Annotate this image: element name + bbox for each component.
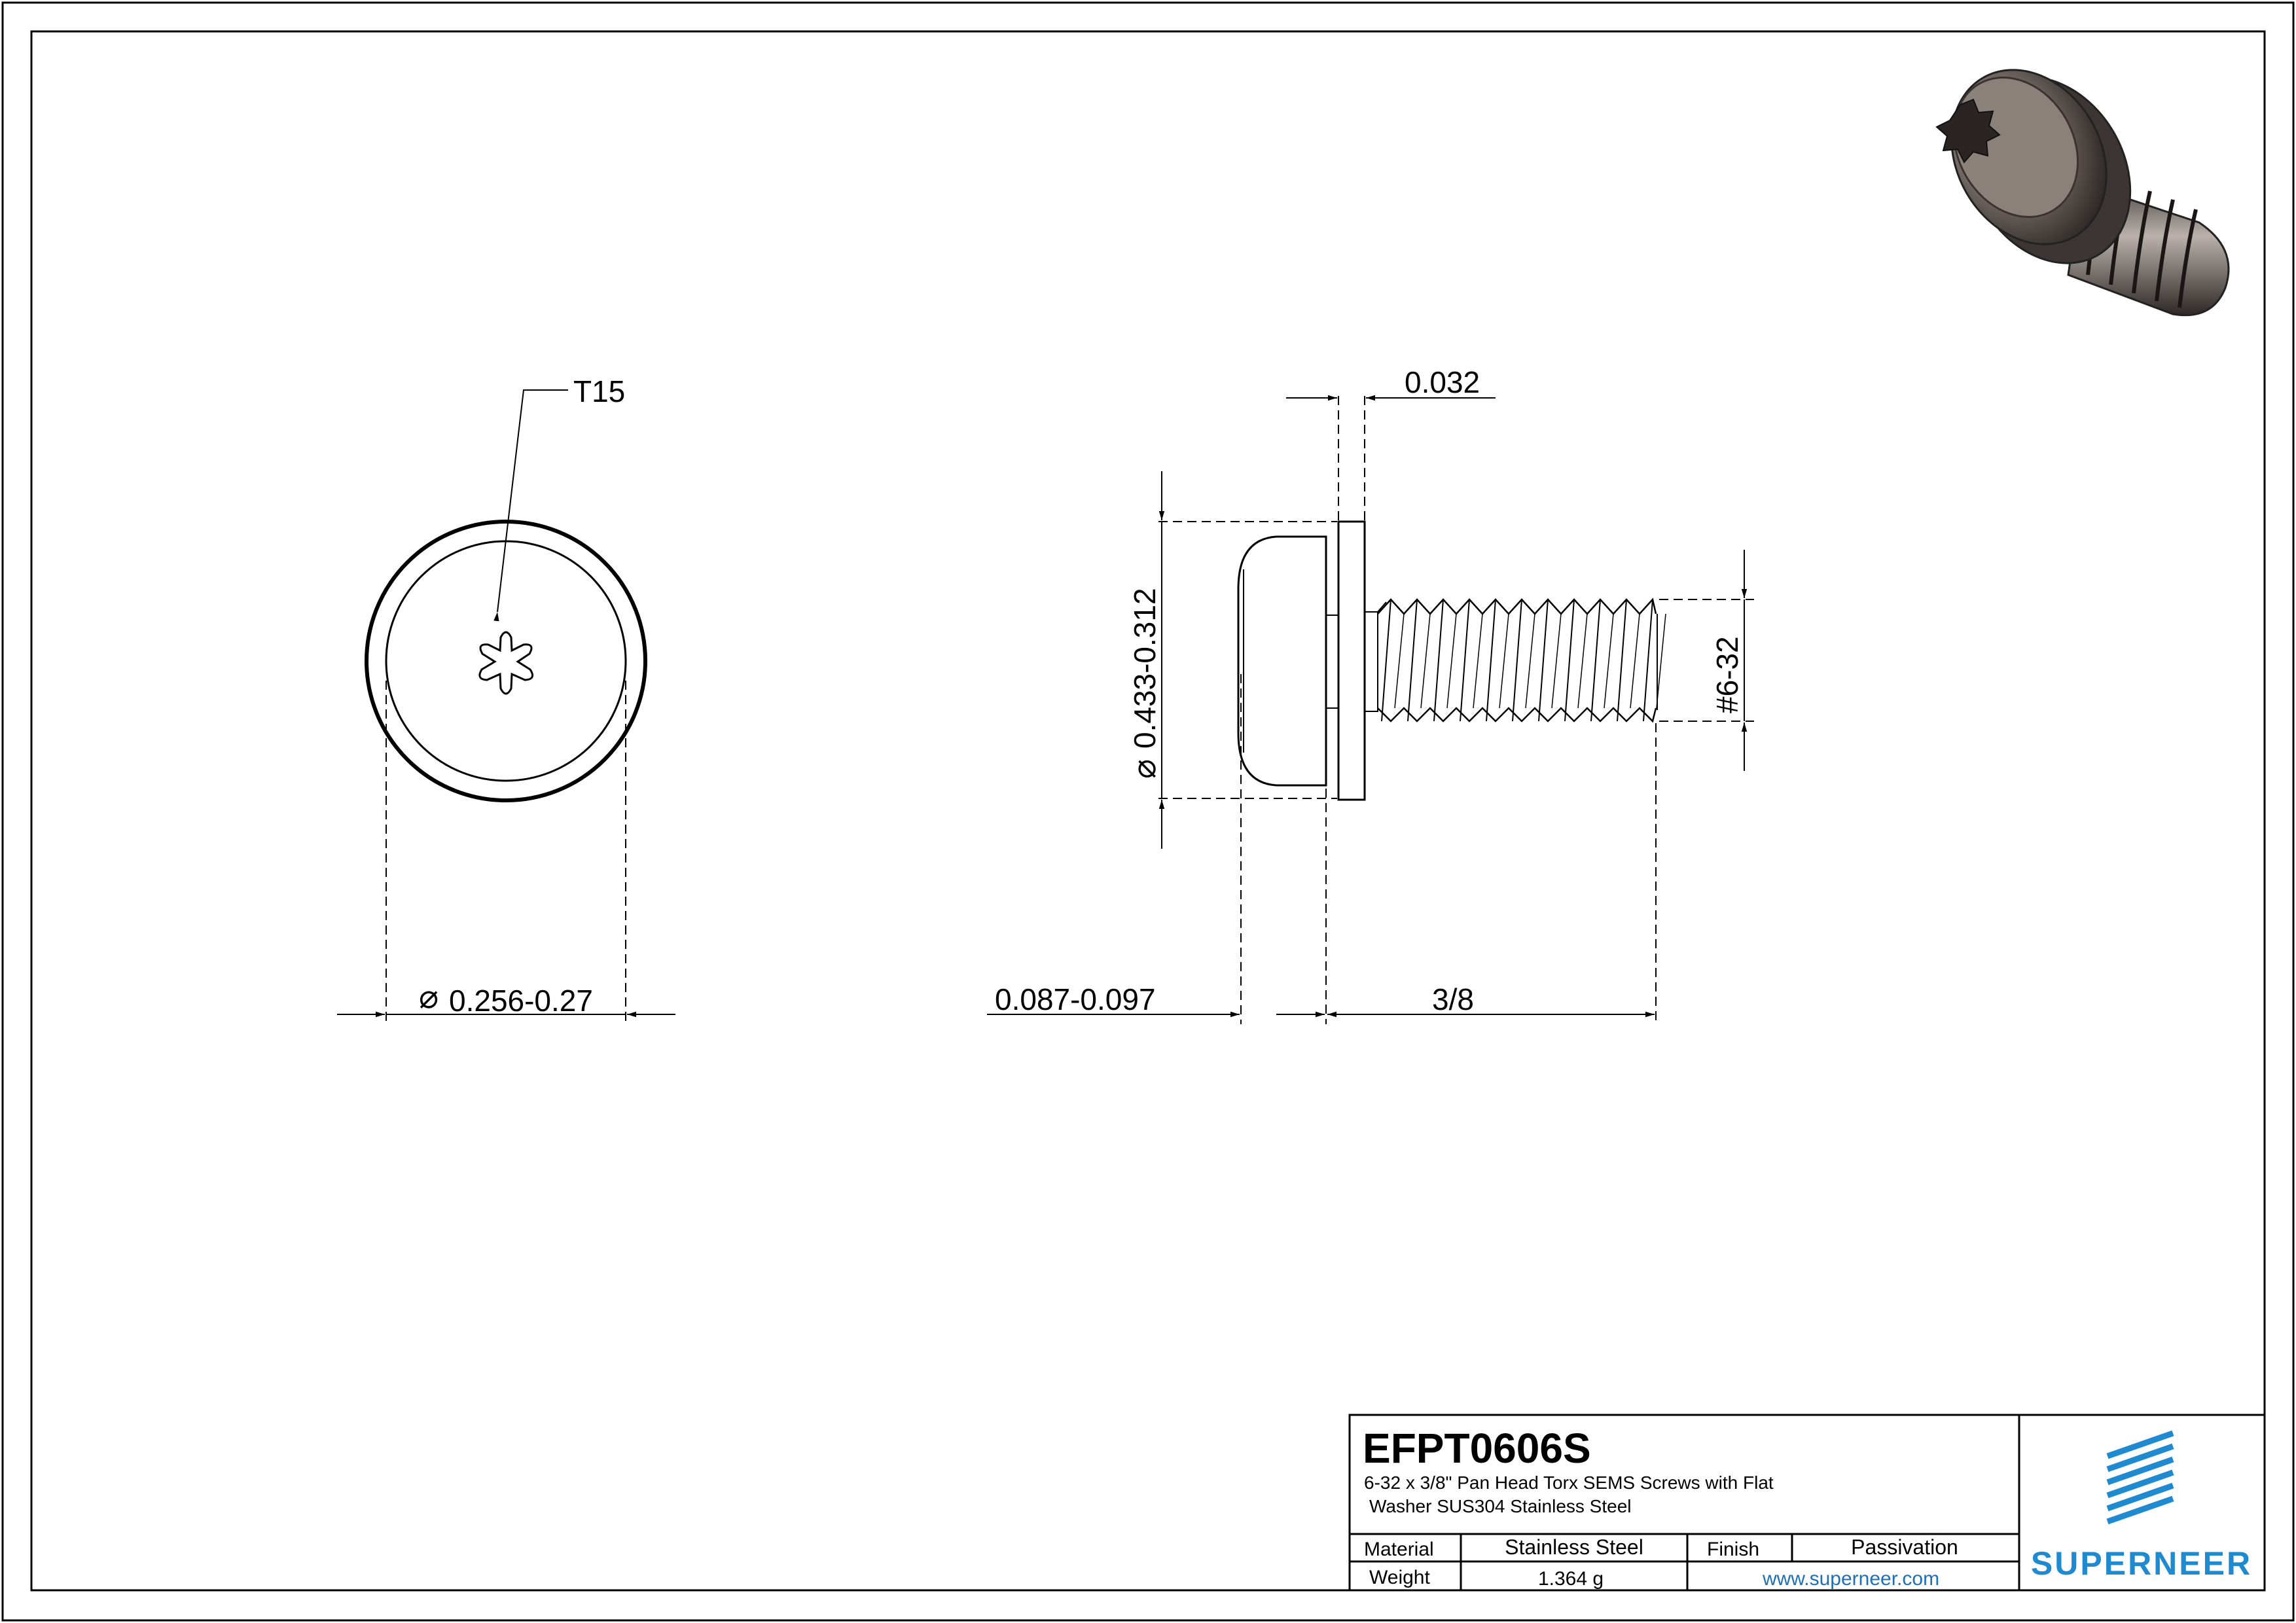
thread-profile: [1377, 597, 1657, 615]
description-line-2: Washer SUS304 Stainless Steel: [1369, 1496, 1632, 1516]
thread-root-line: [1499, 613, 1509, 709]
front-view: T15 ⌀ 0.256-0.27: [337, 374, 675, 1024]
inner-border: [30, 30, 2266, 1592]
brand-name: SUPERNEER: [2031, 1545, 2252, 1582]
thread-root-line: [1630, 613, 1640, 709]
washer-diameter-label: 0.433-0.312: [1128, 588, 1162, 749]
website-link[interactable]: www.superneer.com: [1762, 1568, 1939, 1590]
thread-crest-line: [1460, 599, 1470, 722]
washer-thickness-label: 0.032: [1405, 365, 1480, 399]
screw-3d-render-icon: [1935, 69, 2230, 317]
thread-root-line: [1446, 613, 1457, 709]
thread-root-line: [1604, 613, 1614, 709]
weight-value: 1.364 g: [1538, 1568, 1604, 1590]
material-label: Material: [1364, 1539, 1434, 1560]
head-height-label: 0.087-0.097: [995, 982, 1156, 1016]
thread-root-line: [1577, 613, 1588, 709]
thread-root-line: [1473, 613, 1483, 709]
thread-size-label: #6-32: [1710, 636, 1744, 713]
superneer-logo-icon: [2106, 1430, 2174, 1525]
torx-recess-icon: [478, 631, 534, 695]
thread-root-line: [1525, 613, 1535, 709]
head-outer-circle: [365, 520, 647, 802]
thread-crest-line: [1407, 599, 1418, 722]
pan-head: [1237, 535, 1327, 787]
thread-crest-line: [1643, 599, 1653, 722]
thread-crest-line: [1512, 599, 1522, 722]
thread-root-line: [1656, 613, 1666, 709]
thread-lines: [1377, 597, 1666, 723]
thread-root-line: [1420, 613, 1431, 709]
thread-root-line: [1551, 613, 1562, 709]
washer: [1337, 520, 1366, 801]
torx-label: T15: [573, 374, 625, 408]
washer-diameter-symbol: ⌀: [1126, 759, 1162, 779]
material-value: Stainless Steel: [1505, 1535, 1643, 1559]
weight-label: Weight: [1369, 1567, 1430, 1588]
title-block: [1348, 1414, 2266, 1592]
thread-body: [1377, 601, 1387, 613]
thread-crest-line: [1538, 599, 1549, 722]
part-number: EFPT0606S: [1363, 1425, 1591, 1472]
thread-crest-line: [1590, 599, 1601, 722]
thread-crest-line: [1433, 599, 1444, 722]
torx-leader: [493, 389, 568, 622]
thread-crest-line: [1617, 599, 1627, 722]
description-line-1: 6-32 x 3/8" Pan Head Torx SEMS Screws wi…: [1364, 1472, 1774, 1493]
thread-crest-line: [1381, 599, 1391, 722]
length-label: 3/8: [1432, 982, 1474, 1016]
thread-profile: [1377, 707, 1657, 723]
thread-root-line: [1394, 613, 1405, 709]
finish-label: Finish: [1707, 1539, 1759, 1560]
thread-crest-line: [1564, 599, 1575, 722]
head-inner-circle: [385, 540, 627, 782]
head-diameter-label: 0.256-0.27: [449, 984, 593, 1018]
finish-value: Passivation: [1851, 1535, 1958, 1559]
diameter-symbol: ⌀: [419, 978, 439, 1015]
side-view: 0.032 ⌀ 0.433-0.312 #6-32 0.087-0.097 3: [987, 365, 1754, 1024]
thread-crest-line: [1486, 599, 1496, 722]
